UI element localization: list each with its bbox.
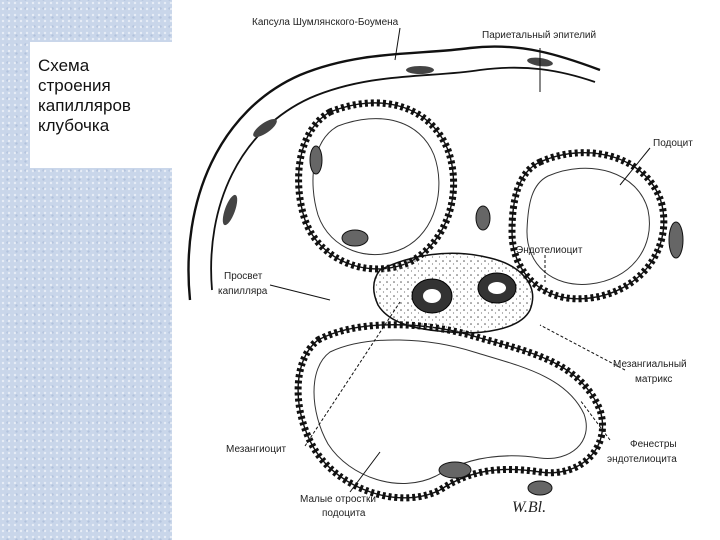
label-matrix-line1: Мезангиальный	[613, 359, 687, 370]
endothelial-nucleus	[342, 230, 368, 246]
label-lumen-line2: капилляра	[218, 286, 268, 297]
label-podocyte: Подоцит	[653, 138, 693, 149]
label-mesangiocyte: Мезангиоцит	[226, 444, 287, 455]
label-capsule: Капсула Шумлянского-Боумена	[252, 17, 399, 28]
endothelial-nucleus	[439, 462, 471, 478]
label-endothelial: Эндотелиоцит	[516, 245, 583, 256]
label-parietal: Париетальный эпителий	[482, 30, 596, 41]
label-fenestrae-line2: эндотелиоцита	[607, 454, 677, 465]
label-fenestrae-line1: Фенестры	[630, 439, 677, 450]
endothelial-nucleus	[476, 206, 490, 230]
label-processes-line1: Малые отростки	[300, 494, 376, 505]
signature: W.Bl.	[512, 499, 546, 516]
capillary-loop-1	[299, 103, 454, 269]
podocyte-nucleus	[310, 146, 322, 174]
podocyte-nucleus	[669, 222, 683, 258]
label-processes-line2: подоцита	[322, 508, 366, 519]
capillary-loop-3	[298, 325, 602, 498]
label-matrix-line2: матрикс	[635, 374, 672, 385]
label-lumen-line1: Просвет	[224, 271, 263, 282]
mesangium	[374, 253, 533, 332]
podocyte-nucleus	[528, 481, 552, 495]
